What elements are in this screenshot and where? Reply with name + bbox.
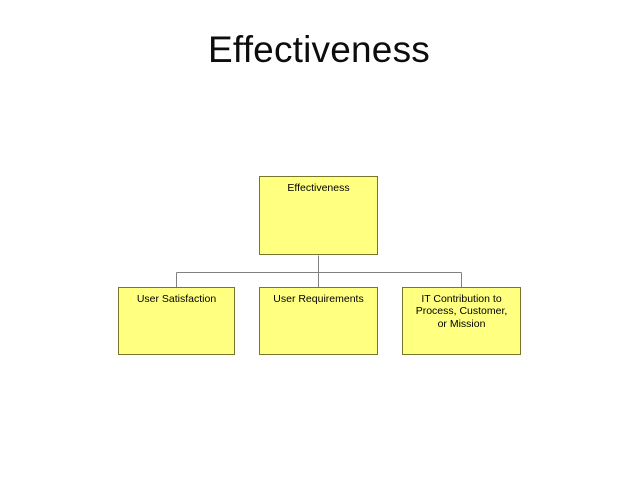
node-user-requirements[interactable]: User Requirements (259, 287, 378, 355)
node-effectiveness[interactable]: Effectiveness (259, 176, 378, 255)
node-user-satisfaction-label: User Satisfaction (136, 293, 217, 305)
node-user-requirements-label: User Requirements (273, 293, 364, 305)
page-title: Effectiveness (208, 29, 430, 70)
node-user-satisfaction[interactable]: User Satisfaction (118, 287, 235, 355)
node-it-contribution[interactable]: IT Contribution to Process, Customer, or… (402, 287, 521, 355)
node-effectiveness-label: Effectiveness (287, 182, 350, 194)
node-it-contribution-label: IT Contribution to Process, Customer, or… (415, 293, 508, 330)
